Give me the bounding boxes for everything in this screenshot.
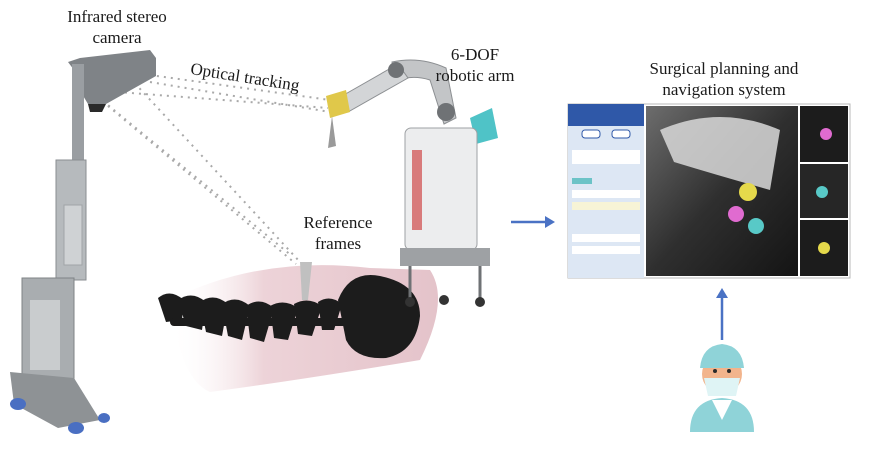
robotic-arm-illustration: [326, 59, 498, 307]
camera-label-line2: camera: [92, 28, 142, 47]
navigation-system-label-line1: Surgical planning and: [649, 59, 799, 78]
navigation-system-label: Surgical planning and navigation system: [617, 58, 831, 100]
navigation-system-screen: [567, 103, 851, 279]
navigation-system-label-line2: navigation system: [662, 80, 786, 99]
arrow-right-icon: [511, 216, 555, 228]
optical-tracking-lines: [91, 74, 331, 265]
robotic-arm-label-line2: robotic arm: [435, 66, 515, 85]
surgeon-icon: [690, 344, 754, 432]
patient-spine-illustration: [158, 262, 438, 392]
reference-frames-label-line1: Reference: [303, 213, 373, 232]
camera-label-line1: Infrared stereo: [67, 7, 167, 26]
reference-frames-label-line2: frames: [314, 234, 362, 253]
robotic-arm-label: 6-DOF robotic arm: [420, 44, 530, 86]
robotic-arm-label-line1: 6-DOF: [450, 45, 500, 64]
camera-label: Infrared stereo camera: [32, 6, 202, 48]
arrow-up-icon: [716, 288, 728, 340]
reference-frames-label: Reference frames: [290, 212, 386, 254]
infrared-camera-illustration: [10, 50, 156, 434]
